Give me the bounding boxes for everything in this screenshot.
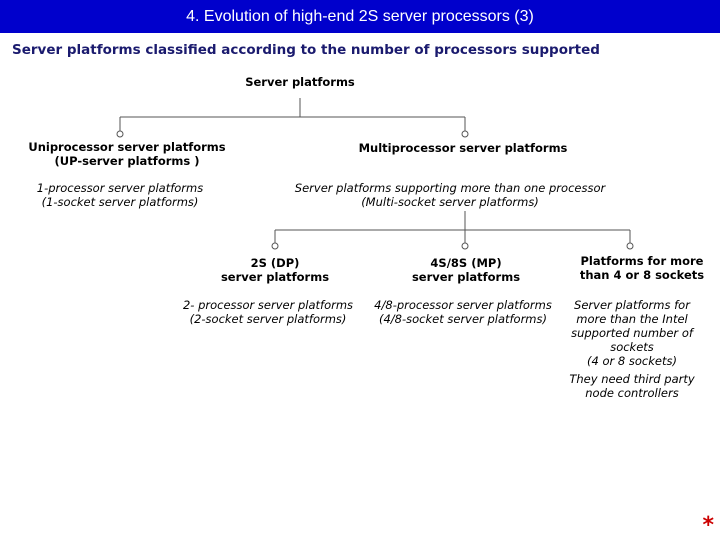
s48-node [461,242,469,250]
up-title-line1: Uniprocessor server platforms [28,140,226,154]
dp-desc-line1: 2- processor server platforms [182,298,354,312]
s48-desc-line1: 4/8-processor server platforms [374,298,552,312]
up-desc-line1: 1-processor server platforms [36,181,204,195]
mp-description: Server platforms supporting more than on… [295,181,605,209]
up-description: 1-processor server platforms (1-socket s… [37,181,203,209]
more-desc-line5: (4 or 8 sockets) [587,354,677,368]
more-note-line1: They need third party [569,372,695,386]
dp-description: 2- processor server platforms (2-socket … [183,298,353,326]
more-desc-line4: sockets [610,340,654,354]
up-title-line2: (UP-server platforms ) [54,154,200,168]
mp-node [461,130,469,138]
up-title: Uniprocessor server platforms (UP-server… [28,140,225,168]
more-desc-line2: more than the Intel [576,312,688,326]
s48-title-line1: 4S/8S (MP) [430,256,502,270]
mp-desc-line2: (Multi-socket server platforms) [361,195,539,209]
s48-title: 4S/8S (MP) server platforms [412,256,520,284]
up-node [116,130,124,138]
s48-desc-line2: (4/8-socket server platforms) [378,312,547,326]
slide-subtitle: Server platforms classified according to… [12,42,600,58]
more-note-line2: node controllers [585,386,679,400]
dp-desc-line2: (2-socket server platforms) [189,312,347,326]
dp-node [271,242,279,250]
asterisk-marker: * [702,513,714,538]
slide-title: 4. Evolution of high-end 2S server proce… [0,0,720,33]
mp-title: Multiprocessor server platforms [358,141,568,155]
more-title-line2: than 4 or 8 sockets [579,268,705,282]
dp-title-line2: server platforms [220,270,330,284]
dp-title-line1: 2S (DP) [250,256,300,270]
s48-description: 4/8-processor server platforms (4/8-sock… [374,298,552,326]
more-node [626,242,634,250]
up-desc-line2: (1-socket server platforms) [41,195,199,209]
more-title-line1: Platforms for more [580,254,704,268]
root-node-label: Server platforms [245,75,355,89]
more-title: Platforms for more than 4 or 8 sockets [580,254,704,282]
mp-desc-line1: Server platforms supporting more than on… [294,181,606,195]
s48-title-line2: server platforms [411,270,521,284]
more-desc-line1: Server platforms for [574,298,690,312]
more-desc-line3: supported number of [571,326,693,340]
dp-title: 2S (DP) server platforms [221,256,329,284]
more-description: Server platforms for more than the Intel… [569,298,694,400]
